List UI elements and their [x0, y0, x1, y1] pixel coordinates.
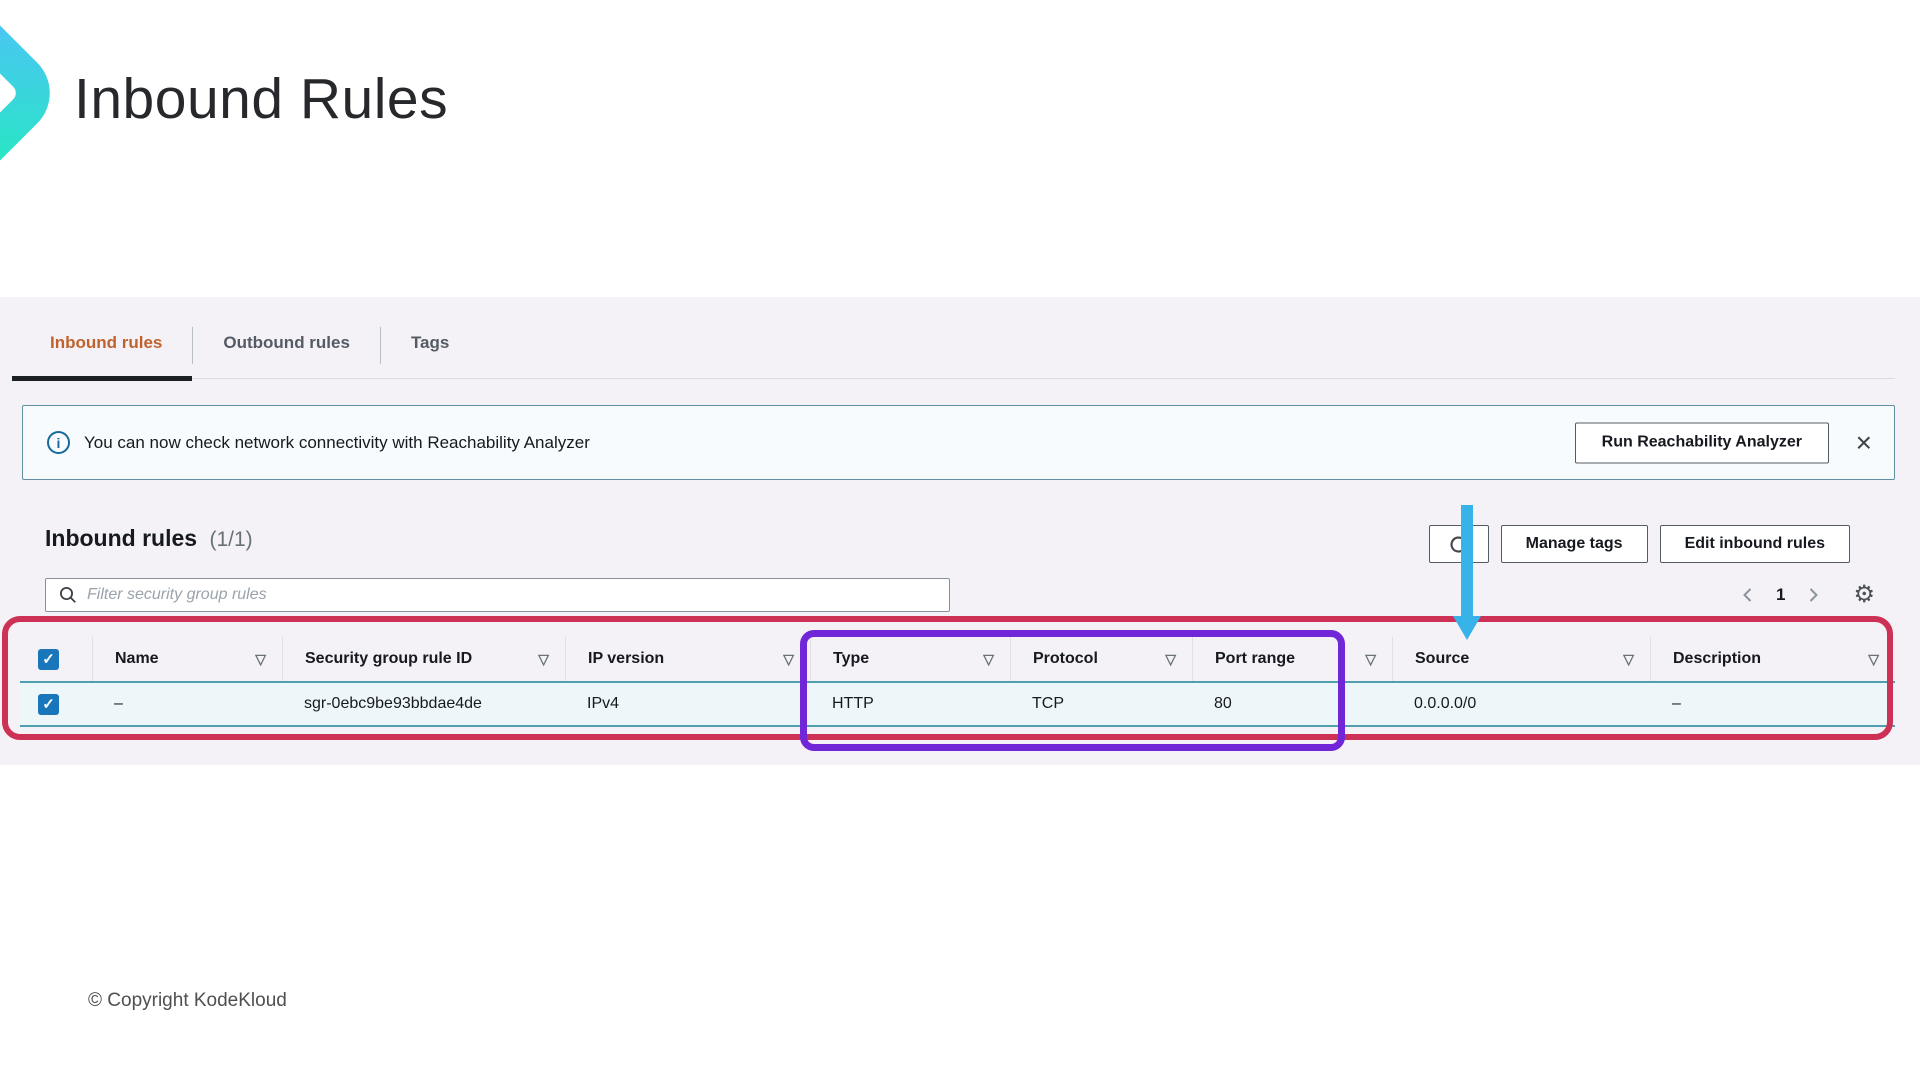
prev-page-button[interactable]	[1740, 586, 1756, 604]
select-all-checkbox[interactable]: ✓	[38, 648, 59, 670]
chevron-right-icon	[1810, 588, 1819, 602]
column-header-ip-version: IP version ▽	[565, 637, 810, 681]
tab-inbound-rules[interactable]: Inbound rules	[11, 321, 193, 381]
tab-tags[interactable]: Tags	[410, 333, 450, 352]
tab-divider	[379, 327, 381, 364]
toolbar: Manage tags Edit inbound rules	[1428, 525, 1850, 563]
filter-box	[45, 578, 950, 612]
info-icon: i	[47, 431, 70, 454]
column-header-port-range: Port range ▽	[1192, 637, 1392, 681]
tab-bar: Inbound rules Outbound rules Tags	[11, 321, 1895, 381]
select-all-cell: ✓	[20, 637, 92, 681]
page-number[interactable]: 1	[1776, 585, 1786, 604]
cell-protocol: TCP	[1032, 695, 1064, 712]
filter-icon[interactable]: ▽	[1365, 650, 1376, 667]
banner-message: You can now check network connectivity w…	[84, 432, 590, 452]
column-label: Security group rule ID	[305, 650, 473, 667]
cell-source: 0.0.0.0/0	[1414, 695, 1477, 712]
column-label: Type	[833, 650, 870, 667]
filter-icon[interactable]: ▽	[783, 650, 794, 667]
section-heading: Inbound rules (1/1)	[45, 525, 253, 552]
table-header: ✓ Name ▽ Security group rule ID ▽ IP versi…	[20, 637, 1895, 681]
cell-ip-version: IPv4	[587, 695, 620, 712]
run-reachability-analyzer-button[interactable]: Run Reachability Analyzer	[1574, 422, 1829, 463]
filter-input[interactable]	[87, 586, 949, 604]
page-title: Inbound Rules	[74, 67, 449, 131]
filter-icon[interactable]: ▽	[1165, 650, 1176, 667]
filter-icon[interactable]: ▽	[538, 650, 549, 667]
cell-type: HTTP	[832, 695, 874, 712]
section-title: Inbound rules	[45, 525, 198, 551]
filter-icon[interactable]: ▽	[1623, 650, 1634, 667]
info-banner: i You can now check network connectivity…	[22, 405, 1895, 480]
row-select-cell: ✓	[20, 683, 92, 725]
cell-rule-id: sgr-0ebc9be93bbdae4de	[304, 695, 482, 712]
filter-icon[interactable]: ▽	[255, 650, 266, 667]
column-header-name: Name ▽	[92, 637, 282, 681]
tab-divider	[192, 327, 194, 364]
refresh-icon	[1450, 533, 1469, 553]
column-label: Name	[115, 650, 159, 667]
tab-outbound-rules[interactable]: Outbound rules	[223, 333, 350, 352]
close-icon[interactable]: ×	[1855, 426, 1872, 458]
refresh-button[interactable]	[1428, 525, 1489, 563]
column-header-protocol: Protocol ▽	[1010, 637, 1192, 681]
column-label: Source	[1415, 650, 1470, 667]
column-header-rule-id: Security group rule ID ▽	[282, 637, 565, 681]
kodekloud-logo-icon	[0, 13, 50, 173]
column-label: Protocol	[1033, 650, 1098, 667]
next-page-button[interactable]	[1805, 586, 1821, 604]
row-checkbox[interactable]: ✓	[38, 693, 59, 715]
chevron-left-icon	[1743, 588, 1752, 602]
column-label: Port range	[1215, 650, 1296, 667]
cell-description: –	[1672, 695, 1681, 712]
copyright-text: © Copyright KodeKloud	[88, 990, 287, 1011]
gear-icon[interactable]: ⚙	[1853, 581, 1875, 608]
filter-icon[interactable]: ▽	[983, 650, 994, 667]
cell-name: –	[114, 695, 123, 712]
edit-inbound-rules-button[interactable]: Edit inbound rules	[1659, 525, 1850, 563]
column-header-source: Source ▽	[1392, 637, 1650, 681]
column-header-description: Description ▽	[1650, 637, 1895, 681]
rule-count: (1/1)	[209, 528, 253, 551]
pagination: 1 ⚙	[1740, 583, 1875, 607]
aws-console-panel: Inbound rules Outbound rules Tags i You …	[0, 297, 1920, 765]
search-icon	[60, 587, 76, 603]
column-label: Description	[1673, 650, 1762, 667]
table-row[interactable]: ✓ – sgr-0ebc9be93bbdae4de IPv4 HTTP TCP …	[20, 681, 1895, 727]
cell-port-range: 80	[1214, 695, 1232, 712]
column-header-type: Type ▽	[810, 637, 1010, 681]
column-label: IP version	[588, 650, 665, 667]
manage-tags-button[interactable]: Manage tags	[1500, 525, 1648, 563]
filter-icon[interactable]: ▽	[1868, 650, 1879, 667]
